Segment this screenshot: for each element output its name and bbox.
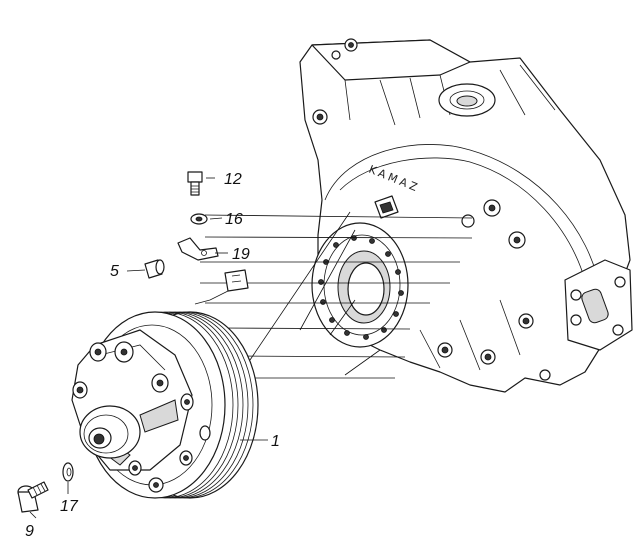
washer-part-16 [190, 213, 208, 225]
washer-part-17 [62, 462, 74, 482]
bracket-part-19 [177, 237, 219, 261]
callout-leaders [29, 177, 268, 519]
callout-label-19: 19 [232, 246, 250, 263]
callout-label-5: 5 [110, 263, 119, 280]
callout-label-1: 1 [271, 433, 280, 450]
fan-clutch-assembly [71, 311, 259, 499]
bushing-part-5 [144, 259, 165, 279]
callout-label-9: 9 [25, 523, 34, 540]
callout-label-12: 12 [224, 171, 242, 188]
bell-housing: KAMAZ [299, 38, 633, 393]
callout-label-16: 16 [225, 211, 243, 228]
bolt-part-12 [187, 171, 203, 196]
wire-connector [194, 269, 249, 305]
bolt-part-9 [17, 481, 49, 513]
callout-label-17: 17 [60, 498, 79, 515]
